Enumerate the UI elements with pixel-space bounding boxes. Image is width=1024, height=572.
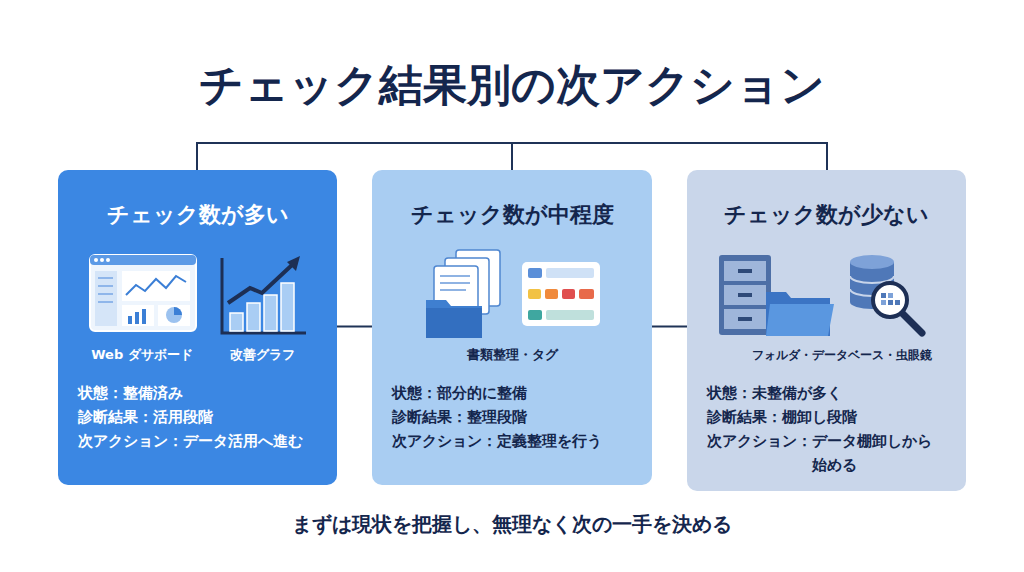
connector [337,326,372,328]
cabinet-icon [719,255,771,335]
icon-label: Web ダサボード [67,346,217,364]
panel-heading: チェック数が中程度 [386,202,638,228]
status-line: 次アクション：データ活用へ進む [78,429,323,453]
status-line: 次アクション：データ棚卸しから 始める [707,429,952,477]
result-panel: チェック数が中程度書類整理・タグ状態：部分的に整備診断結果：整理段階次アクション… [372,170,652,485]
tag-grid-icon [522,262,600,326]
status-line: 状態：部分的に整備 [392,381,638,405]
dashboard-icon [90,255,196,331]
status-line: 診断結果：棚卸し段階 [707,405,952,429]
caption: まずは現状を把握し、無理なく次の一手を決める [0,510,1024,538]
status-line: 状態：未整備が多く [707,381,952,405]
icon-label: 書類整理・タグ [437,346,587,364]
folder-icon [766,292,834,336]
connector [652,326,687,328]
icon-label: 改善グラフ [187,346,337,364]
panel-heading: チェック数が多い [72,202,323,228]
top-bracket [197,143,827,170]
status-line: 診断結果：活用段階 [78,405,323,429]
status-line: 状態：整備済み [78,381,323,405]
title: チェック結果別の次アクション [0,56,1024,114]
magnifier-icon [873,283,922,333]
icon-label: フォルダ・データベース・虫眼鏡 [752,346,902,364]
growth-chart-icon [222,256,306,333]
status-line: 診断結果：整理段階 [392,405,638,429]
documents-icon [426,250,500,338]
bracket-line [197,143,827,170]
panel-heading: チェック数が少ない [701,202,952,228]
status-line: 次アクション：定義整理を行う [392,429,638,453]
